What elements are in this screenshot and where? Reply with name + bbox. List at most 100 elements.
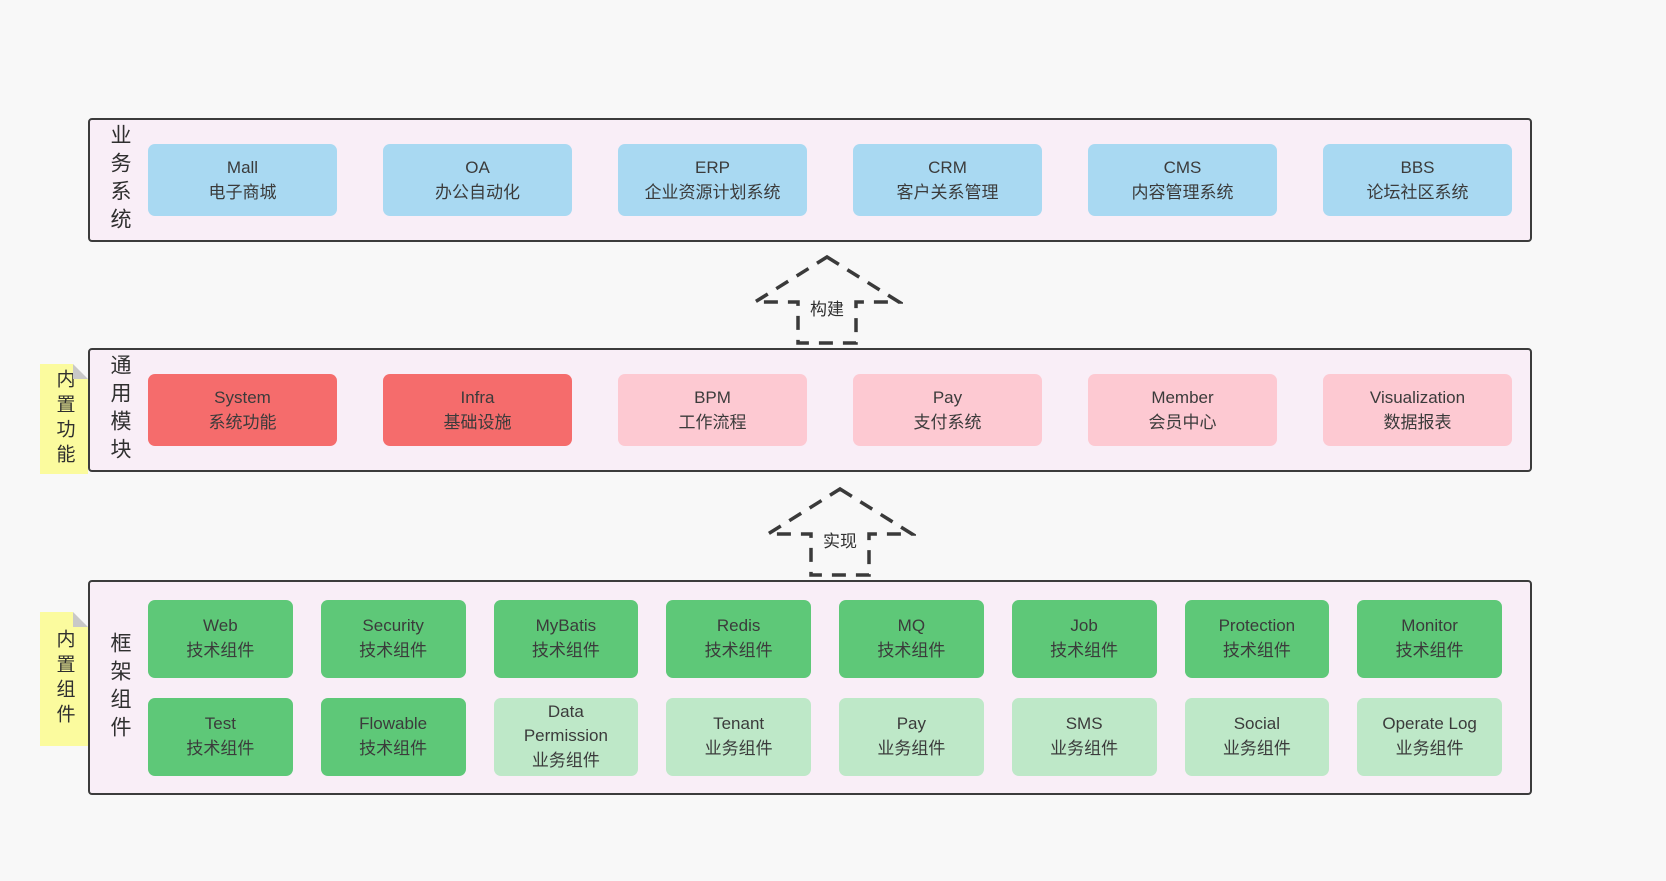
box-desc: 数据报表	[1383, 413, 1452, 432]
box-tenant: Tenant 业务组件	[666, 697, 811, 776]
box-name: Tenant	[713, 713, 765, 733]
layer-business-systems: 业务系统 Mall 电子商城 OA 办公自动化 ERP 企业资源计划系统 CRM…	[88, 118, 1532, 242]
box-visualization: Visualization 数据报表	[1323, 374, 1512, 446]
box-name: Monitor	[1401, 615, 1458, 635]
box-desc: 业务组件	[1222, 738, 1291, 758]
arrow-implement: 实现	[764, 486, 916, 578]
box-desc: 业务组件	[1050, 738, 1119, 758]
box-mall: Mall 电子商城	[148, 144, 337, 216]
box-desc: 技术组件	[531, 640, 600, 660]
box-name: MQ	[897, 615, 926, 635]
box-flowable: Flowable 技术组件	[320, 697, 466, 776]
box-monitor: Monitor 技术组件	[1357, 599, 1502, 678]
box-mq: MQ 技术组件	[839, 599, 984, 678]
box-desc: 技术组件	[186, 640, 255, 660]
box-desc: 技术组件	[704, 640, 773, 660]
box-desc: 技术组件	[1222, 640, 1291, 660]
box-erp: ERP 企业资源计划系统	[618, 144, 807, 216]
fold-corner-icon	[73, 612, 88, 627]
layer-common-modules: 通用模块 System 系统功能 Infra 基础设施 BPM 工作流程 Pay…	[88, 348, 1532, 472]
box-name: Mall	[226, 157, 259, 177]
box-name: Protection	[1218, 615, 1296, 635]
box-pay-component: Pay 业务组件	[839, 697, 984, 776]
box-member: Member 会员中心	[1088, 374, 1277, 446]
box-name: Social	[1233, 713, 1281, 733]
layer-business-systems-label: 业务系统	[108, 124, 131, 236]
box-name: Data Permission	[523, 701, 608, 746]
box-cms: CMS 内容管理系统	[1088, 144, 1277, 216]
box-protection: Protection 技术组件	[1184, 599, 1330, 678]
box-job: Job 技术组件	[1011, 599, 1157, 678]
box-web: Web 技术组件	[148, 599, 293, 678]
box-desc: 技术组件	[186, 738, 255, 758]
box-desc: 论坛社区系统	[1366, 183, 1469, 202]
arrow-build: 构建	[751, 254, 903, 346]
box-name: Member	[1151, 387, 1214, 407]
box-sms: SMS 业务组件	[1011, 697, 1157, 776]
box-social: Social 业务组件	[1184, 697, 1330, 776]
box-name: CMS	[1163, 157, 1202, 177]
box-name: SMS	[1065, 713, 1103, 733]
framework-row-2: Test 技术组件 Flowable 技术组件 Data Permission …	[148, 697, 1502, 776]
box-infra: Infra 基础设施	[383, 374, 572, 446]
box-oa: OA 办公自动化	[383, 144, 572, 216]
box-desc: 客户关系管理	[896, 183, 999, 202]
layer-framework-components: 框架组件 Web 技术组件 Security 技术组件 MyBatis 技术组件…	[88, 580, 1532, 795]
box-redis: Redis 技术组件	[666, 599, 811, 678]
box-name: CRM	[928, 157, 967, 177]
box-desc: 工作流程	[678, 413, 747, 432]
arrow-build-label: 构建	[807, 294, 847, 321]
box-desc: 技术组件	[359, 738, 428, 758]
framework-components-grid: Web 技术组件 Security 技术组件 MyBatis 技术组件 Redi…	[148, 599, 1530, 776]
box-operate-log: Operate Log 业务组件	[1357, 697, 1502, 776]
box-desc: 业务组件	[1395, 738, 1464, 758]
box-desc: 技术组件	[877, 640, 946, 660]
layer-common-modules-label: 通用模块	[108, 354, 131, 466]
box-desc: 会员中心	[1148, 413, 1217, 432]
box-name: Test	[204, 713, 236, 733]
up-arrow-icon	[764, 486, 916, 577]
box-desc: 技术组件	[1050, 640, 1119, 660]
box-name: System	[214, 387, 271, 407]
box-crm: CRM 客户关系管理	[853, 144, 1042, 216]
framework-row-1: Web 技术组件 Security 技术组件 MyBatis 技术组件 Redi…	[148, 599, 1502, 678]
layer-framework-components-label: 框架组件	[108, 631, 131, 744]
sticky-note-builtin-features: 内置功能	[40, 364, 88, 474]
box-desc: 内容管理系统	[1131, 183, 1234, 202]
box-name: Visualization	[1369, 387, 1466, 407]
box-name: ERP	[695, 157, 730, 177]
box-desc: 业务组件	[877, 738, 946, 758]
box-name: Infra	[460, 387, 495, 407]
arrow-implement-label: 实现	[820, 526, 860, 553]
box-bbs: BBS 论坛社区系统	[1323, 144, 1512, 216]
box-desc: 技术组件	[1395, 640, 1464, 660]
box-name: Pay	[896, 713, 927, 733]
box-pay-module: Pay 支付系统	[853, 374, 1042, 446]
box-name: Security	[362, 615, 424, 635]
box-name: BPM	[694, 387, 731, 407]
box-desc: 业务组件	[704, 738, 773, 758]
box-security: Security 技术组件	[320, 599, 466, 678]
box-name: MyBatis	[535, 615, 597, 635]
box-desc: 办公自动化	[435, 183, 520, 202]
box-test: Test 技术组件	[148, 697, 293, 776]
box-name: BBS	[1400, 157, 1435, 177]
box-desc: 技术组件	[359, 640, 428, 660]
box-bpm: BPM 工作流程	[618, 374, 807, 446]
sticky-note-builtin-components: 内置组件	[40, 612, 88, 746]
common-modules-row: System 系统功能 Infra 基础设施 BPM 工作流程 Pay 支付系统…	[148, 374, 1530, 446]
sticky-builtin-components-label: 内置组件	[53, 629, 75, 729]
box-desc: 支付系统	[913, 413, 982, 432]
up-arrow-icon	[751, 254, 903, 345]
box-desc: 系统功能	[208, 413, 277, 432]
box-name: Redis	[716, 615, 761, 635]
box-desc: 业务组件	[531, 750, 600, 770]
box-name: OA	[465, 157, 490, 177]
box-desc: 企业资源计划系统	[644, 183, 781, 202]
box-desc: 电子商城	[208, 183, 277, 202]
box-name: Flowable	[359, 713, 428, 733]
box-data-permission: Data Permission 业务组件	[493, 697, 639, 776]
box-system: System 系统功能	[148, 374, 337, 446]
box-name: Pay	[932, 387, 963, 407]
